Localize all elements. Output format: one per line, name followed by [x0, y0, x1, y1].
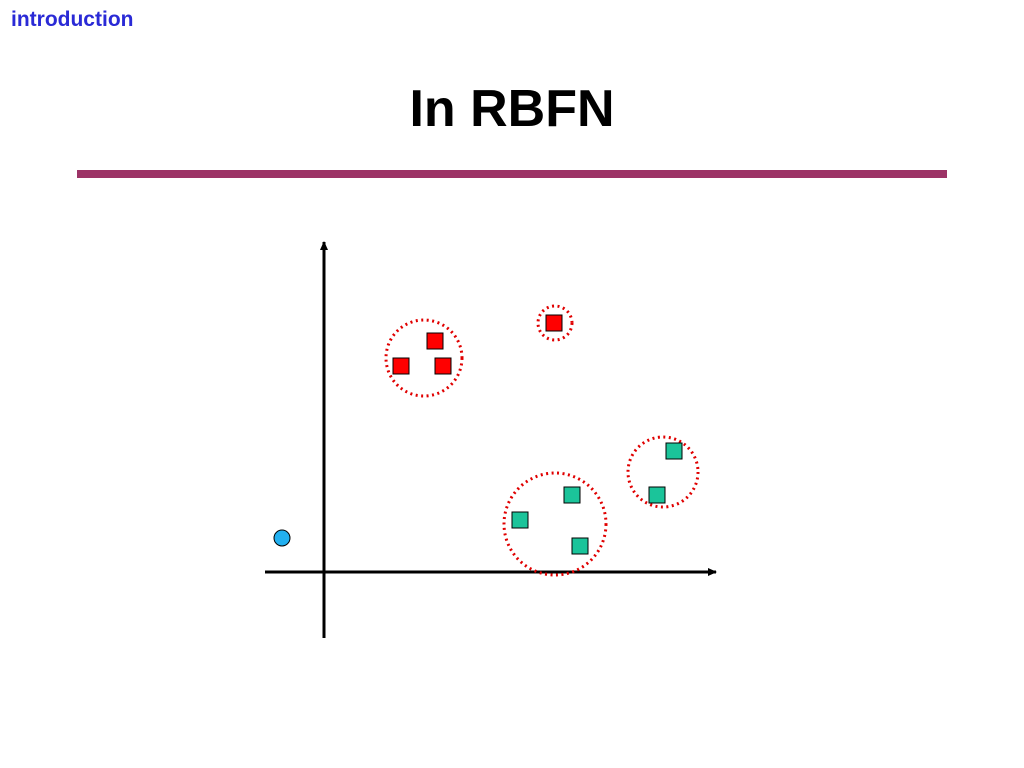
cluster-circle	[384, 318, 464, 398]
cluster-circle	[626, 435, 700, 509]
teal-square-point	[648, 486, 666, 504]
red-square-point	[392, 357, 410, 375]
teal-square-point	[665, 442, 683, 460]
slide-title: In RBFN	[409, 80, 615, 138]
cluster-circle	[536, 304, 574, 342]
cluster-circle	[502, 471, 608, 577]
introduction-link[interactable]: introduction	[11, 8, 134, 31]
title-underline-rule	[77, 170, 947, 178]
teal-square-point	[571, 537, 589, 555]
red-square-point	[545, 314, 563, 332]
red-square-point	[434, 357, 452, 375]
teal-square-point	[563, 486, 581, 504]
red-square-point	[426, 332, 444, 350]
blue-circle-point	[273, 529, 291, 547]
teal-square-point	[511, 511, 529, 529]
